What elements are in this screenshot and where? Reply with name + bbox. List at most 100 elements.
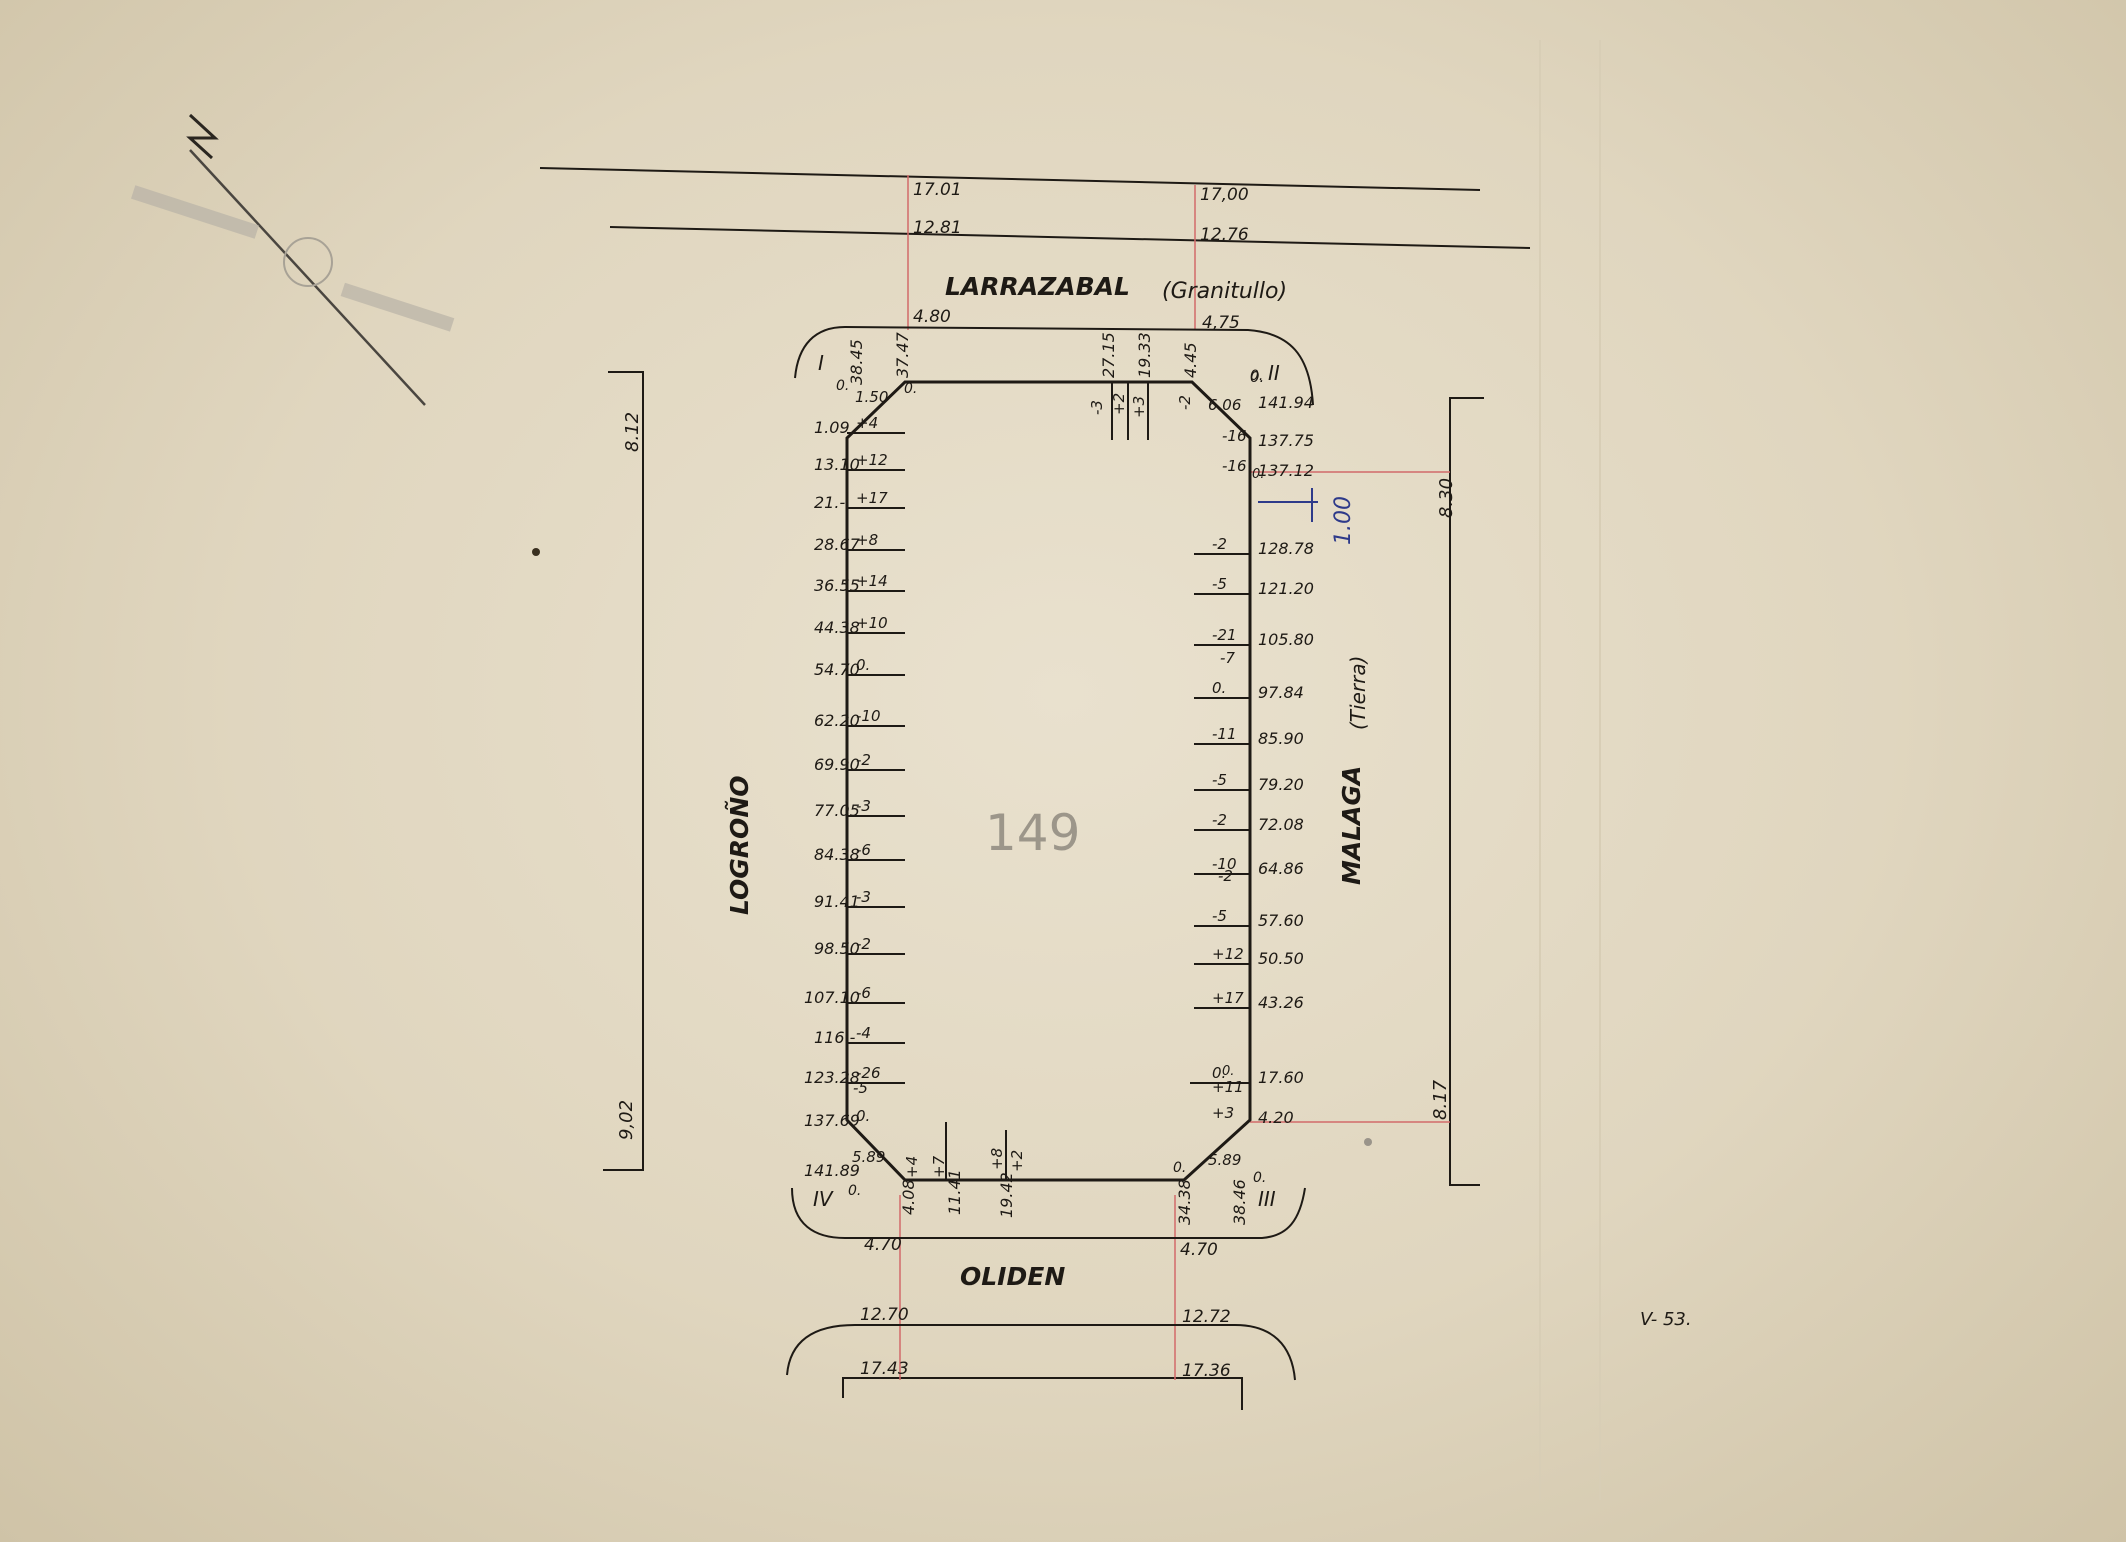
pencil-number: 149	[985, 804, 1080, 862]
left-offset: +17	[856, 489, 888, 507]
right-position: 85.90	[1258, 729, 1304, 748]
top-pos-1: 38.45	[847, 339, 866, 385]
right-position: 137.12	[1258, 461, 1314, 480]
right-measure-row: 79.20-5	[1194, 771, 1304, 794]
right-offset: +17	[1212, 989, 1244, 1007]
left-position: 28.67	[814, 535, 861, 554]
left-measure-row: 36.55+14	[814, 572, 905, 595]
right-position: 121.20	[1258, 579, 1314, 598]
left-position: 98.50	[814, 939, 860, 958]
left-offset: +4	[856, 414, 878, 432]
left-offset: 0.	[856, 1107, 870, 1125]
left-offset: +14	[856, 572, 888, 590]
left-measure-row: 69.90-2	[814, 751, 905, 774]
right-position: 4.20	[1258, 1108, 1294, 1127]
top-zero-2: 0.	[904, 381, 917, 397]
left-position: 141.89	[804, 1161, 860, 1180]
side-length-left-bottom: 9,02	[616, 1100, 637, 1140]
right-position: 43.26	[1258, 993, 1304, 1012]
right-offset: -10	[1212, 855, 1237, 873]
sheet-code: V- 53.	[1640, 1309, 1692, 1330]
left-measure-row: 107.10-6	[804, 984, 905, 1007]
right-extra-minus2: -2	[1218, 867, 1233, 885]
right-measure-row: 128.78-2	[1194, 535, 1314, 558]
left-offset: -6	[856, 984, 871, 1002]
side-length-right-bottom: 8.17	[1430, 1079, 1451, 1120]
street-note-top: (Granitullo)	[1162, 279, 1287, 304]
street-note-right: (Tierra)	[1346, 656, 1370, 730]
side-length-right-top: 8.30	[1436, 478, 1457, 518]
right-offset: -16	[1222, 427, 1247, 445]
right-position: 97.84	[1258, 683, 1304, 702]
bottom-level-b: 17.43	[860, 1359, 909, 1379]
blue-dimension: 1.00	[1258, 488, 1356, 545]
width-bottom-left: 4.70	[864, 1235, 902, 1255]
right-extra-plus11: +11	[1212, 1078, 1244, 1096]
right-offset: -21	[1212, 626, 1237, 644]
right-position: 105.80	[1258, 630, 1314, 649]
right-offset: -5	[1212, 907, 1227, 925]
right-extra-minus7: -7	[1220, 649, 1235, 667]
bottom-pos-4: 34.38	[1175, 1179, 1194, 1225]
left-offset-stubs: 1.09+413.10+1221.-+1728.67+836.55+1444.3…	[804, 414, 905, 1180]
bottom-boundary	[842, 1377, 1243, 1410]
left-position: 62.20	[814, 711, 860, 730]
top-pos-5: 4.45	[1181, 342, 1200, 378]
top-offset-3: +3	[1130, 396, 1148, 418]
bottom-pos-1: 4.08	[899, 1179, 918, 1215]
left-position: 116.-	[814, 1028, 856, 1047]
left-offset: +10	[856, 614, 888, 632]
corner-label-2: II	[1268, 361, 1280, 385]
left-offset: -4	[856, 1024, 871, 1042]
right-offset: +3	[1212, 1104, 1234, 1122]
right-extra-zero-b: 0.	[1222, 1064, 1234, 1079]
top-zero-3: 0.	[1250, 368, 1263, 384]
north-arrow-icon	[131, 113, 455, 406]
right-offset: 0.	[1212, 679, 1226, 697]
top-boundary-line	[539, 167, 1481, 191]
paper-mark	[1364, 1138, 1372, 1146]
right-measure-row: 43.26 +17	[1194, 989, 1304, 1012]
left-position: 1.09	[814, 418, 850, 437]
blue-value: 1.00	[1331, 496, 1356, 545]
top-offset-1: -3	[1088, 400, 1106, 415]
width-top-left: 4.80	[913, 307, 951, 327]
left-measure-row: 98.50-2	[814, 935, 905, 958]
left-measure-row: 137.690.	[804, 1107, 870, 1130]
right-offset: -5	[1212, 575, 1227, 593]
top-pos-4: 19.33	[1135, 332, 1154, 378]
top-chamfer-left: 1.50	[855, 388, 888, 406]
bottom-pos-3: 19.42	[997, 1172, 1016, 1218]
left-measure-row: 77.05-3	[814, 797, 905, 820]
bottom-level-a: 12.70	[860, 1305, 909, 1325]
bottom-zero-3: 0.	[1253, 1170, 1266, 1186]
right-offset: -5	[1212, 771, 1227, 789]
left-position: 84.38	[814, 845, 860, 864]
left-position: 107.10	[804, 988, 860, 1007]
right-offset: -16	[1222, 457, 1247, 475]
top-level-d: 12.76	[1200, 225, 1249, 245]
left-measure-row: 1.09 +4	[814, 414, 905, 437]
left-measure-row: 84.38-6	[814, 841, 905, 864]
bottom-offset-2: +7	[930, 1155, 948, 1178]
top-chamfer-right: 6.06	[1208, 396, 1241, 414]
street-name-bottom: OLIDEN	[960, 1262, 1065, 1291]
bottom-zero-1: 0.	[848, 1183, 861, 1199]
top-offset-4: -2	[1176, 395, 1194, 410]
right-position: 137.75	[1258, 431, 1314, 450]
right-measure-row: 50.50+12	[1194, 945, 1304, 968]
street-name-top: LARRAZABAL	[945, 272, 1130, 301]
right-offset: 0.	[1250, 368, 1264, 386]
bottom-far-curb	[786, 1324, 1296, 1381]
left-position: 77.05	[814, 801, 860, 820]
top-zero-1: 0.	[836, 378, 849, 394]
right-measure-row: 57.60-5	[1194, 907, 1304, 930]
left-offset: +8	[856, 531, 878, 549]
left-offset: 0.	[856, 656, 870, 674]
street-name-right: MALAGA	[1337, 766, 1366, 885]
bottom-chamfer-left: 5.89	[852, 1148, 885, 1166]
left-measure-row: 44.38+10	[814, 614, 905, 637]
left-offset: -3	[856, 888, 871, 906]
